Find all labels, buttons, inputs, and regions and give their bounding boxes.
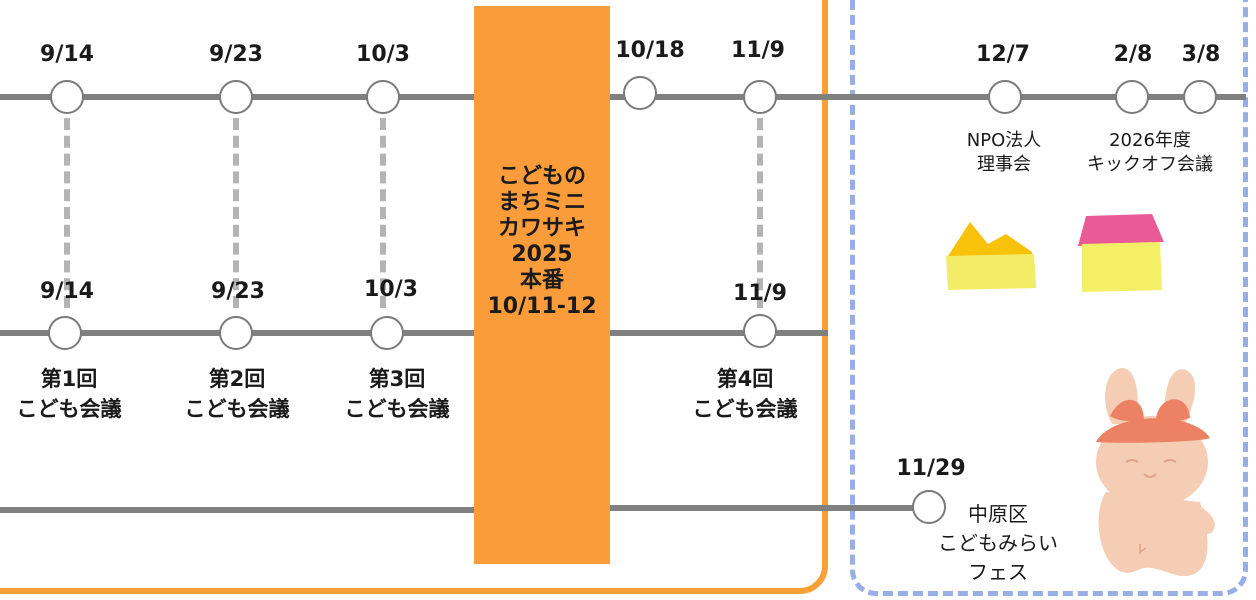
connector-dashed-1 — [64, 118, 70, 308]
top-date-8: 3/8 — [1181, 42, 1221, 67]
npo-board-label: NPO法人 理事会 — [966, 130, 1042, 175]
top-date-5: 11/9 — [731, 38, 785, 63]
bottom-timeline-line-left — [0, 507, 474, 513]
rabbit-mascot-icon — [1096, 368, 1215, 577]
meeting-3-label: 第3回 こども会議 — [344, 367, 450, 421]
mid-node-10-3 — [370, 316, 404, 350]
event-title: こどもの まちミニ カワサキ 2025 本番 10/11-12 — [487, 164, 597, 319]
top-date-1: 9/14 — [40, 42, 94, 67]
blue-dashed-frame — [850, 0, 1248, 596]
top-node-2-8 — [1115, 80, 1149, 114]
top-date-2: 9/23 — [209, 42, 263, 67]
top-date-7: 2/8 — [1113, 42, 1153, 67]
orange-frame — [0, 0, 828, 594]
house-orange-roof-icon — [946, 222, 1036, 290]
top-node-3-8 — [1183, 80, 1217, 114]
bottom-node-11-29 — [912, 490, 946, 524]
top-date-6: 12/7 — [976, 42, 1030, 67]
top-node-10-18 — [623, 76, 657, 110]
top-node-12-7 — [988, 80, 1022, 114]
mid-node-11-9 — [743, 314, 777, 348]
top-node-9-14 — [50, 80, 84, 114]
top-date-3: 10/3 — [356, 42, 410, 67]
fes-label: 中原区 こどもみらい フェス — [938, 502, 1058, 584]
top-timeline-line-right — [610, 94, 1246, 100]
mid-date-2: 9/23 — [211, 279, 265, 304]
connector-dashed-3 — [380, 118, 386, 308]
connector-dashed-2 — [233, 118, 239, 308]
bottom-timeline-line-right — [610, 505, 918, 511]
mid-date-4: 11/9 — [733, 281, 787, 306]
connector-dashed-4 — [757, 118, 763, 308]
top-node-11-9 — [743, 80, 777, 114]
meeting-2-label: 第2回 こども会議 — [184, 367, 290, 421]
top-node-9-23 — [219, 80, 253, 114]
house-pink-roof-icon — [1078, 214, 1164, 292]
mid-date-3: 10/3 — [364, 277, 418, 302]
bottom-date: 11/29 — [896, 456, 966, 481]
middle-timeline-line-right — [610, 330, 828, 336]
mid-node-9-23 — [219, 316, 253, 350]
top-date-4: 10/18 — [615, 38, 685, 63]
mid-date-1: 9/14 — [40, 279, 94, 304]
meeting-1-label: 第1回 こども会議 — [16, 367, 122, 421]
mid-node-9-14 — [48, 316, 82, 350]
kickoff-meeting-label: 2026年度 キックオフ会議 — [1087, 130, 1213, 175]
event-block: こどもの まちミニ カワサキ 2025 本番 10/11-12 — [474, 6, 610, 564]
top-node-10-3 — [366, 80, 400, 114]
meeting-4-label: 第4回 こども会議 — [692, 367, 798, 421]
